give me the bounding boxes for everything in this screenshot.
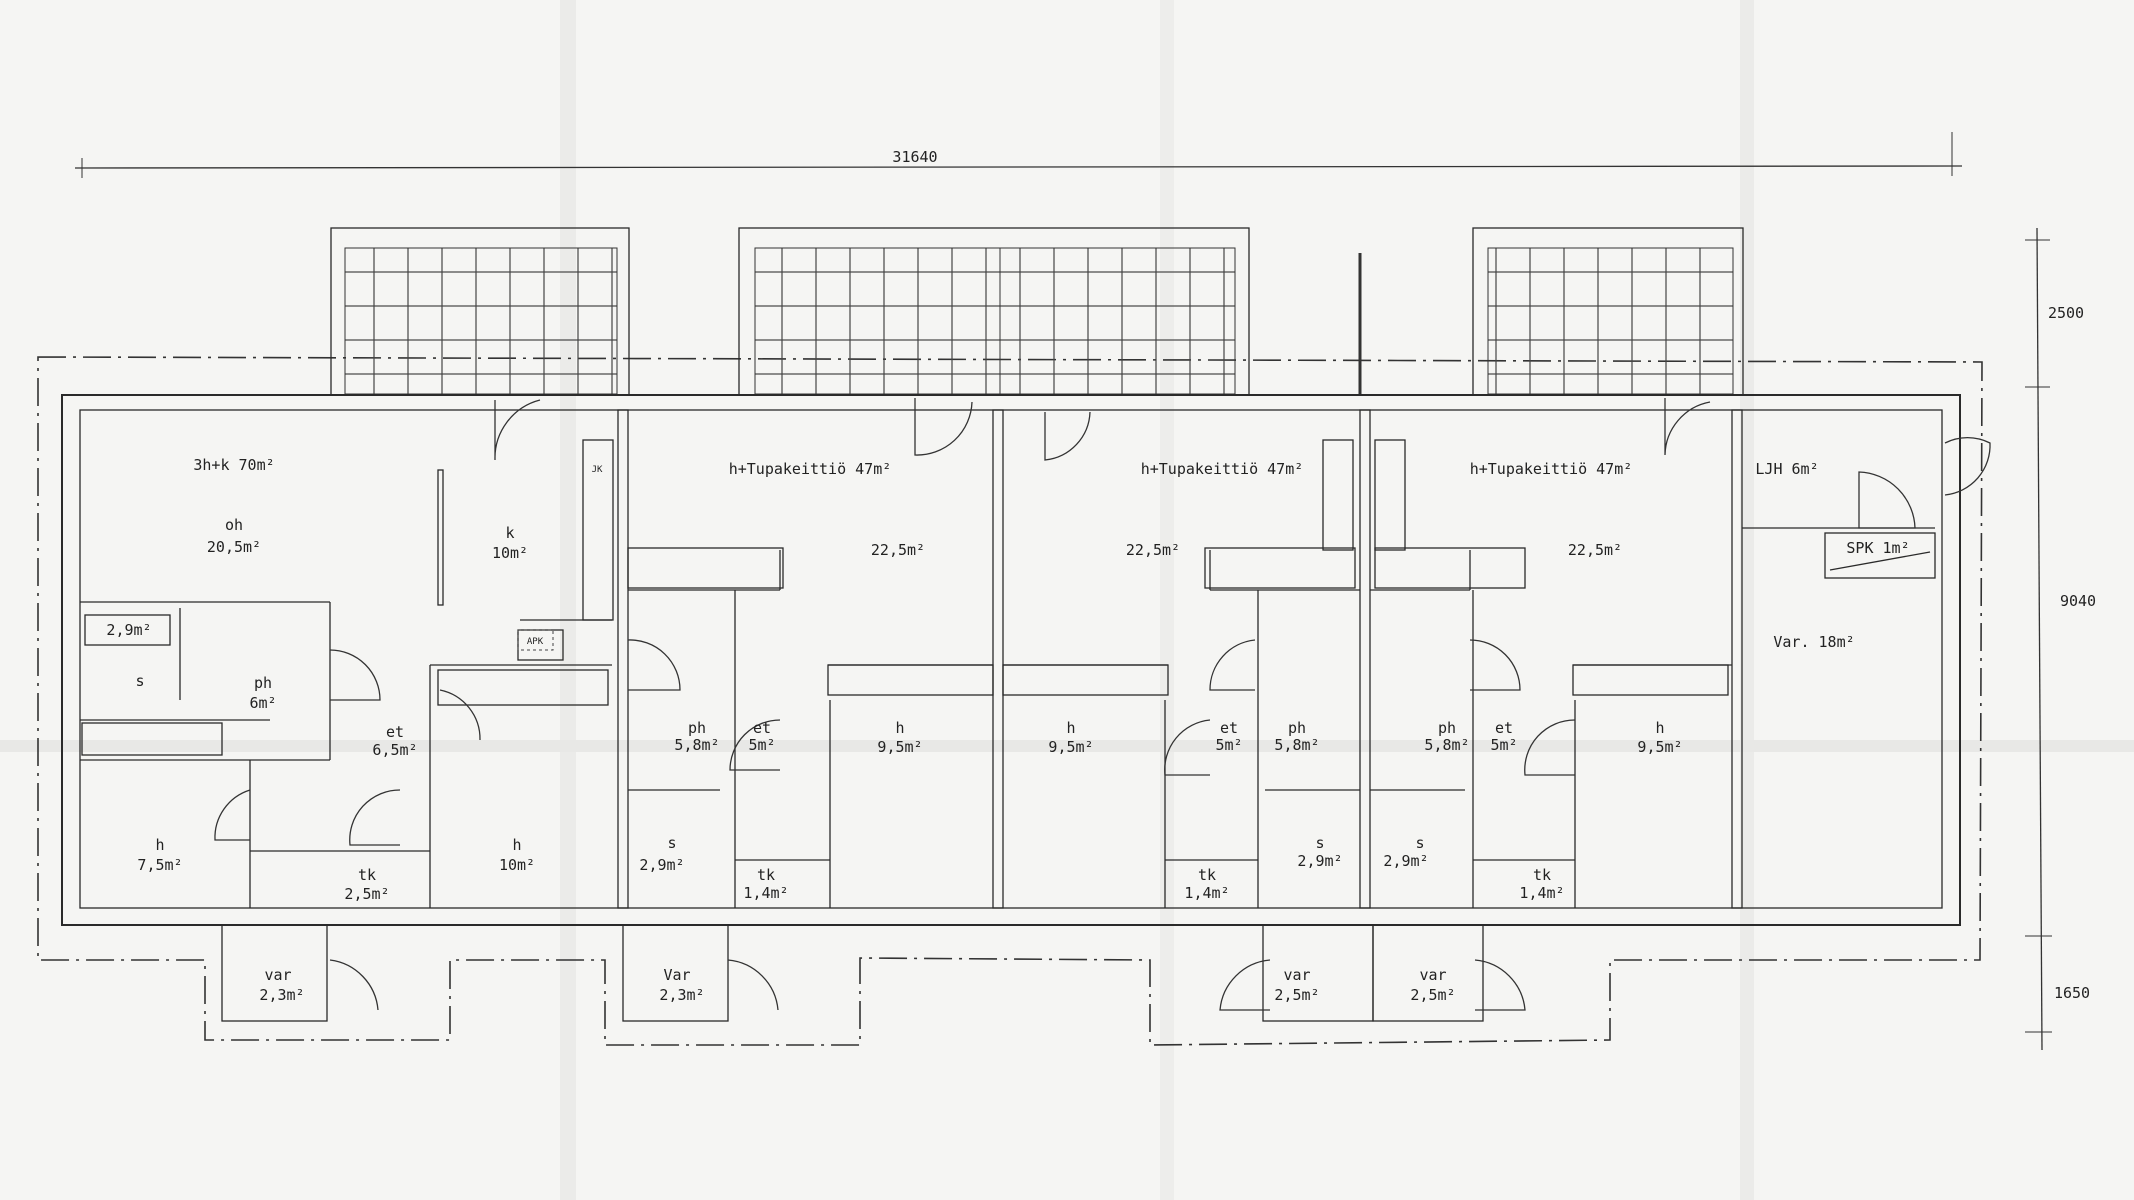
- paper-fold: [1160, 0, 1174, 1200]
- room-area: 22,5m²: [871, 541, 925, 559]
- room-area: 5m²: [748, 736, 775, 754]
- room-area: 1,4m²: [1184, 884, 1229, 902]
- room-area: 9,5m²: [1637, 738, 1682, 756]
- paper-fold: [0, 740, 2134, 752]
- room-name: h: [1655, 719, 1664, 737]
- roof-outline: [37, 356, 1983, 1046]
- doors: [214, 398, 1991, 1011]
- room-area: 9,5m²: [877, 738, 922, 756]
- room-area: 5,8m²: [1424, 736, 1469, 754]
- fixture-labels: APK JK: [517, 465, 603, 651]
- room-name: var: [1283, 966, 1310, 984]
- room-area: 2,9m²: [1297, 852, 1342, 870]
- room-area: 7,5m²: [137, 856, 182, 874]
- room-area: 6m²: [249, 694, 276, 712]
- room-name: s: [667, 834, 676, 852]
- room-name: et: [753, 719, 771, 737]
- unit-3-interior-walls: [1003, 550, 1374, 1022]
- unit-2-interior-walls: [622, 550, 993, 1022]
- jk-label: JK: [592, 465, 603, 475]
- unit-title: h+Tupakeittiö 47m²: [1141, 460, 1304, 478]
- room-area: 5,8m²: [674, 736, 719, 754]
- depth-dimension: 2500 9040 1650: [2025, 227, 2096, 1051]
- room-name: tk: [1533, 866, 1551, 884]
- room-area: 10m²: [492, 544, 528, 562]
- unit-1-labels: 3h+k 70m² oh 20,5m² k 10m² 2,9m² s ph 6m…: [106, 456, 535, 1004]
- room-area: 2,9m²: [639, 856, 684, 874]
- room-name: ph: [688, 719, 706, 737]
- storage-room-label: Var. 18m²: [1773, 633, 1854, 651]
- room-name: et: [1495, 719, 1513, 737]
- room-area: 5,8m²: [1274, 736, 1319, 754]
- room-name: h: [155, 836, 164, 854]
- exterior-walls: [61, 394, 1961, 926]
- room-area: 22,5m²: [1126, 541, 1180, 559]
- apk-label: APK: [527, 637, 544, 647]
- spk-room-label: SPK 1m²: [1846, 539, 1909, 557]
- room-name: s: [135, 672, 144, 690]
- room-area: 9,5m²: [1048, 738, 1093, 756]
- ljh-room-label: LJH 6m²: [1755, 460, 1818, 478]
- wardrobes: [81, 664, 1729, 756]
- room-area: 22,5m²: [1568, 541, 1622, 559]
- room-name: h: [895, 719, 904, 737]
- unit-2-labels: h+Tupakeittiö 47m² 22,5m² ph 5,8m² et 5m…: [639, 460, 925, 1004]
- unit-4-interior-walls: [1370, 550, 1732, 1022]
- room-area: 5m²: [1490, 736, 1517, 754]
- terrace: [1472, 227, 1744, 396]
- party-walls: [617, 409, 1743, 909]
- unit-title: h+Tupakeittiö 47m²: [729, 460, 892, 478]
- room-area: 2,9m²: [106, 621, 151, 639]
- kitchen-counter: [517, 439, 1526, 661]
- unit-4-labels: h+Tupakeittiö 47m² 22,5m² ph 5,8m² et 5m…: [1383, 460, 1682, 1004]
- room-name: h: [1066, 719, 1075, 737]
- room-area: 2,3m²: [259, 986, 304, 1004]
- room-name: s: [1415, 834, 1424, 852]
- room-name: et: [386, 723, 404, 741]
- room-area: 2,3m²: [659, 986, 704, 1004]
- unit-3-labels: h+Tupakeittiö 47m² 22,5m² h 9,5m² et 5m²…: [1048, 460, 1342, 1004]
- room-name: ph: [1288, 719, 1306, 737]
- unit-title: 3h+k 70m²: [193, 456, 274, 474]
- dim-building-depth: 9040: [2060, 592, 2096, 610]
- room-name: Var: [663, 966, 690, 984]
- room-area: 2,5m²: [344, 885, 389, 903]
- room-name: ph: [254, 674, 272, 692]
- room-name: tk: [757, 866, 775, 884]
- room-name: et: [1220, 719, 1238, 737]
- overall-width-label: 31640: [892, 148, 937, 166]
- room-area: 2,5m²: [1410, 986, 1455, 1004]
- paper-fold: [560, 0, 576, 1200]
- overall-width-dimension: 31640: [74, 132, 1963, 178]
- terrace: [330, 227, 630, 396]
- room-name: k: [505, 524, 514, 542]
- room-area: 20,5m²: [207, 538, 261, 556]
- room-name: ph: [1438, 719, 1456, 737]
- unit-1-interior-walls: [80, 469, 612, 1022]
- unit-title: h+Tupakeittiö 47m²: [1470, 460, 1633, 478]
- room-area: 1,4m²: [1519, 884, 1564, 902]
- room-name: s: [1315, 834, 1324, 852]
- dim-storage-depth: 1650: [2054, 984, 2090, 1002]
- service-labels: LJH 6m² SPK 1m² Var. 18m²: [1755, 460, 1909, 651]
- room-name: oh: [225, 516, 243, 534]
- dim-terrace-depth: 2500: [2048, 304, 2084, 322]
- room-name: h: [512, 836, 521, 854]
- room-name: var: [264, 966, 291, 984]
- room-area: 6,5m²: [372, 741, 417, 759]
- room-area: 1,4m²: [743, 884, 788, 902]
- room-area: 10m²: [499, 856, 535, 874]
- terrace: [738, 227, 1250, 396]
- room-name: var: [1419, 966, 1446, 984]
- room-area: 2,9m²: [1383, 852, 1428, 870]
- room-name: tk: [358, 866, 376, 884]
- room-area: 5m²: [1215, 736, 1242, 754]
- room-area: 2,5m²: [1274, 986, 1319, 1004]
- room-name: tk: [1198, 866, 1216, 884]
